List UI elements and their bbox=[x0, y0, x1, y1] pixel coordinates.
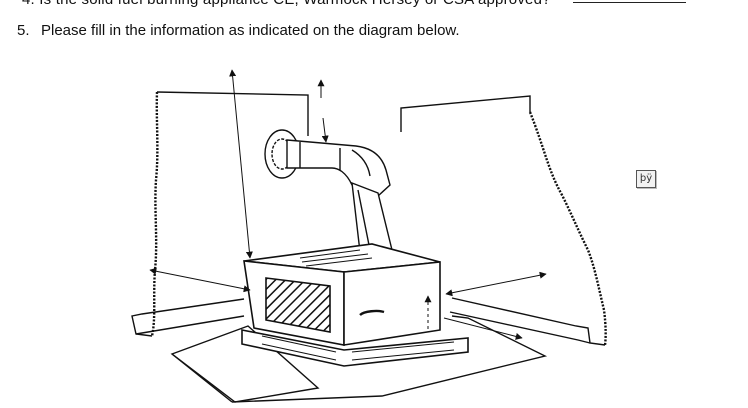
height-clearance-arrow bbox=[229, 69, 253, 259]
hearth-extension-arrow bbox=[443, 317, 523, 340]
question-5: 5. Please fill in the information as indi… bbox=[17, 22, 460, 39]
question-number: 5. bbox=[17, 22, 30, 39]
previous-question-text: 4. Is the solid fuel burning appliance C… bbox=[22, 0, 551, 8]
floor-hearth bbox=[170, 315, 548, 403]
answer-blank-line[interactable] bbox=[573, 2, 686, 3]
previous-question-line: 4. Is the solid fuel burning appliance C… bbox=[0, 0, 748, 9]
right-clearance-arrow bbox=[445, 271, 547, 297]
wood-stove bbox=[241, 243, 469, 367]
left-clearance-arrow bbox=[149, 267, 251, 293]
wall-thimble bbox=[264, 129, 391, 197]
dimension-arrows bbox=[149, 69, 547, 340]
left-wall bbox=[131, 91, 309, 337]
form-field-icon[interactable]: þÿ bbox=[636, 170, 656, 188]
stove-pipe bbox=[351, 181, 393, 253]
question-text: Please fill in the information as indica… bbox=[41, 22, 460, 39]
right-wall bbox=[400, 95, 607, 346]
pipe-clearance-arrow-bottom bbox=[321, 117, 329, 143]
